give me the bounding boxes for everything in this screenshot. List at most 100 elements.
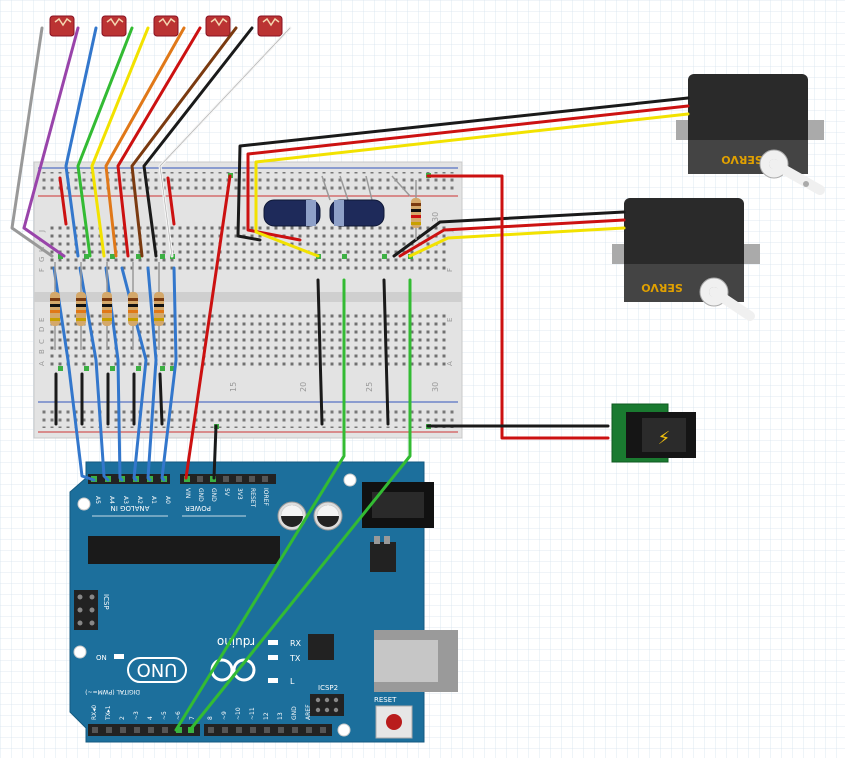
resistor-1 [50,262,60,350]
pin-label-3v3: 3V3 [236,488,243,500]
pin-label-reset: RESET [249,488,256,508]
on-label: ON [96,654,107,662]
servo-motor-2: SERVO [612,198,760,321]
pin-label-gnd-2: GND [210,488,217,502]
wire-purple [22,26,80,258]
wire-green-top [76,26,134,258]
pin-label-d1: TX▸1 [105,705,112,721]
row-letter: A [446,361,454,366]
power-label: POWER [185,504,211,512]
pin-label-a0: A0 [164,496,171,504]
row-letter: B [38,349,46,354]
resistor-2 [76,262,86,350]
pin-label-aref: AREF [305,704,312,720]
tx-led [268,655,278,660]
photoresistor-3 [153,15,179,37]
pin-label-d10: ~10 [235,707,242,720]
rx-label: RX [290,639,302,648]
row-letter: C [38,339,46,344]
icsp2-label: ICSP2 [318,684,338,692]
atmega-chip [88,536,280,564]
col-num-15: 15 [229,382,238,392]
wire-red-top [116,26,202,258]
resistor-4 [128,262,138,350]
pin-label-d2: 2 [119,716,126,720]
pin-label-a1: A1 [150,496,157,504]
wire-black-top [142,26,254,258]
pin-label-ioref: IOREF [262,488,269,506]
wire-brown [130,26,238,258]
resistor-3 [102,262,112,350]
row-letter: E [38,318,46,322]
row-letter: J [446,230,454,233]
pin-label-d4: 4 [147,716,154,720]
rx-led [268,640,278,645]
photoresistor-4 [205,15,231,37]
wire-signal-servo-2 [188,278,412,732]
digital-label: DIGITAL (PWM=~) [85,688,140,695]
pin-label-a4: A4 [108,496,115,504]
pin-label-a3: A3 [122,496,129,504]
l-led [268,678,278,683]
photoresistor-2 [101,15,127,37]
usb-controller-chip [308,634,334,660]
digital-header-low [88,724,200,736]
dc-power-jack: ⚡ [611,403,696,463]
power-bolt-icon: ⚡ [658,428,671,449]
pin-label-d11: ~11 [249,707,256,720]
l-label: L [290,677,295,686]
pin-label-d12: 12 [263,712,270,720]
row-letter: D [38,327,46,332]
on-led [114,654,124,659]
pin-label-a5: A5 [94,496,101,504]
uno-label: UNO [137,659,178,680]
capacitors [263,175,411,227]
row-letter: E [446,318,454,322]
row-letter: F [446,268,454,272]
resistor-5 [154,262,164,350]
arduino-wordmark: rduino [217,635,255,649]
capacitor-1 [263,175,331,227]
pin-label-gnd-d: GND [291,706,298,720]
pin-label-d3: ~3 [133,711,140,720]
digital-pin-labels: RX◂0 TX▸1 2 ~3 4 ~5 ~6 7 8 ~9 ~10 ~11 12… [91,704,312,721]
photoresistor-5 [257,15,283,37]
pin-label-gnd: GND [197,488,204,502]
row-letter: G [38,257,46,262]
servo-1-label: SERVO [721,153,763,166]
row-letter: J [38,230,46,233]
wire-vin [184,174,232,480]
capacitor-2 [329,175,385,227]
wire-gnd [212,424,218,480]
icsp-label: ICSP [102,594,110,610]
col-num-25: 25 [365,382,374,392]
pin-label-d13: 13 [277,712,284,720]
row-letter: F [38,268,46,272]
pin-label-d9: ~9 [221,711,228,720]
pin-label-5v: 5V [223,488,230,497]
arduino-uno-board: A5 A4 A3 A2 A1 A0 VIN GND GND 5V 3V3 RES… [69,461,458,743]
voltage-regulator [370,542,396,572]
col-num-30: 30 [431,382,440,392]
pin-label-d6: ~6 [175,711,182,720]
resistors [50,180,421,350]
wire-gray [10,26,54,258]
reset-label: RESET [374,696,397,704]
board-capacitor [277,501,307,531]
row-letter: A [38,361,46,366]
pin-label-d5: ~5 [161,711,168,720]
wire-orange [104,26,186,258]
pin-label-d8: 8 [207,716,214,720]
pin-label-vin: VIN [184,488,191,498]
wire-yellow-top [90,26,150,258]
analog-header [88,474,170,484]
photoresistor-1 [49,15,75,37]
board-capacitor [313,501,343,531]
wires [10,26,690,732]
analog-in-label: ANALOG IN [111,504,150,512]
reset-button-cap[interactable] [386,714,402,730]
tx-label: TX [289,654,301,663]
icsp2-header [310,694,344,716]
